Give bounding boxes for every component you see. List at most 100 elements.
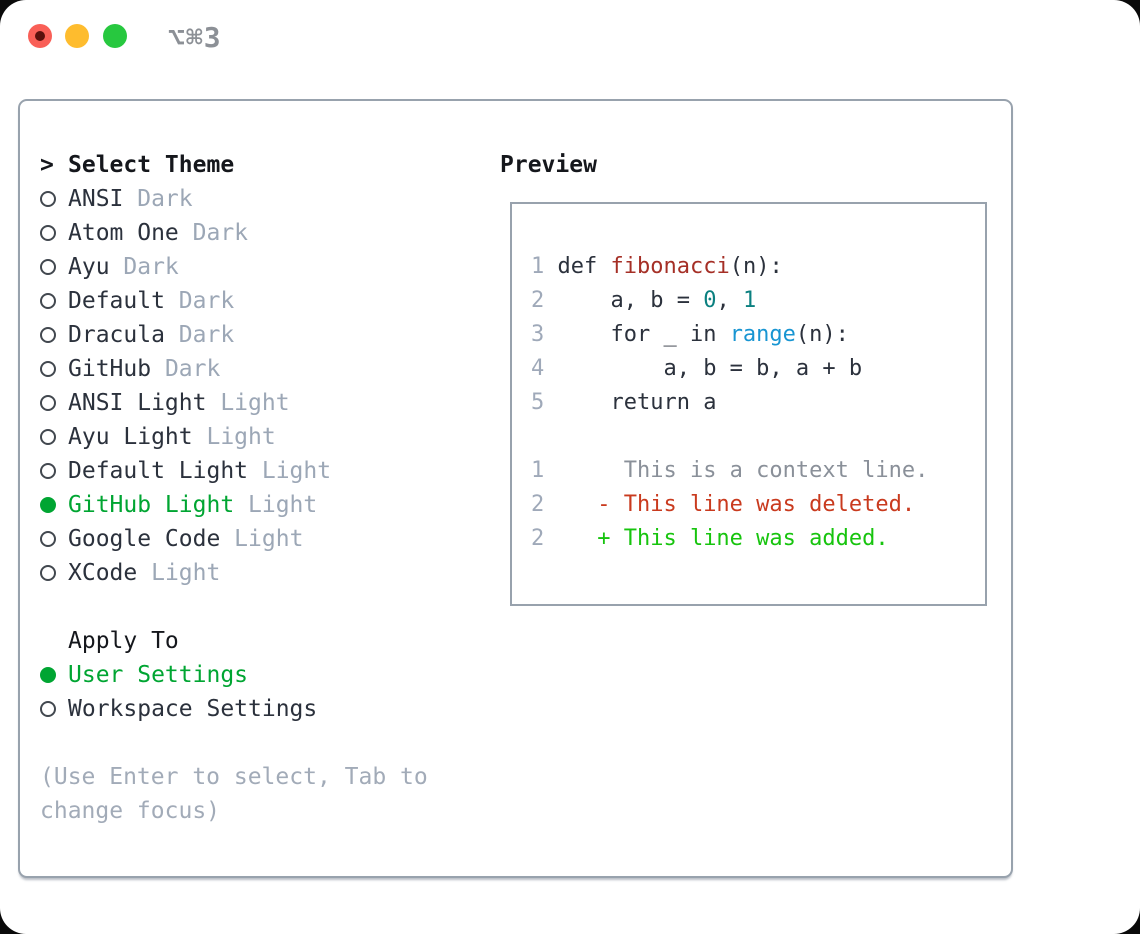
circle-glyph (40, 565, 56, 581)
theme-option-name: ANSI (68, 186, 124, 212)
radio-icon (40, 191, 68, 207)
circle-glyph (40, 531, 56, 547)
theme-option-google-code[interactable]: Google Code Light (40, 522, 428, 556)
apply-option-label: Workspace Settings (68, 696, 317, 722)
theme-option-name: Google Code (68, 526, 221, 552)
apply-option-name: Workspace Settings (68, 696, 318, 722)
variant-badge: Dark (109, 254, 179, 280)
circle-glyph (40, 225, 56, 241)
variant-badge: Dark (164, 322, 235, 348)
apply-option-workspace-settings[interactable]: Workspace Settings (40, 692, 428, 726)
theme-option-label: Default Dark (68, 288, 234, 314)
theme-option-atom-one[interactable]: Atom One Dark (40, 216, 428, 250)
radio-icon (40, 395, 68, 411)
theme-option-label: Atom One Dark (68, 220, 248, 246)
theme-option-github[interactable]: GitHub Dark (40, 352, 428, 386)
line-number: 1 (531, 254, 545, 279)
theme-option-label: XCode Light (68, 560, 220, 586)
theme-option-ansi-light[interactable]: ANSI Light Light (40, 386, 428, 420)
line-number: 2 (531, 288, 545, 313)
radio-icon (40, 463, 68, 479)
spacer (40, 726, 428, 760)
theme-option-name: GitHub (68, 356, 152, 382)
theme-option-name: XCode (68, 560, 138, 586)
variant-badge: Light (206, 390, 290, 416)
variant-badge: Dark (178, 220, 249, 246)
apply-option-user-settings[interactable]: User Settings (40, 658, 428, 692)
radio-icon (40, 429, 68, 445)
code-segment: for _ in (544, 322, 730, 347)
theme-option-label: Ayu Dark (68, 254, 179, 280)
window-title: ⌥⌘3 (168, 21, 222, 54)
code-segment: 1 (742, 288, 757, 313)
minimize-button[interactable] (65, 24, 89, 48)
circle-glyph (40, 293, 56, 309)
apply-option-name: User Settings (68, 662, 249, 688)
theme-option-github-light[interactable]: GitHub Light Light (40, 488, 428, 522)
theme-option-label: GitHub Dark (68, 356, 220, 382)
code-segment: + This line was added. (544, 526, 889, 551)
preview-title: Preview (500, 152, 597, 178)
zoom-button[interactable] (103, 24, 127, 48)
variant-badge: Dark (151, 356, 221, 382)
line-number: 2 (531, 492, 545, 517)
code-preview: 1 def fibonacci(n): 2 a, b = 0, 1 3 for … (512, 204, 985, 556)
circle-glyph (40, 429, 56, 445)
code-segment: 0 (703, 288, 717, 313)
theme-option-label: GitHub Light Light (68, 492, 317, 518)
theme-option-name: Dracula (68, 322, 165, 348)
circle-glyph (40, 361, 56, 377)
radio-icon (40, 531, 68, 547)
theme-option-name: Default (68, 288, 165, 314)
code-segment: - This line was deleted. (544, 492, 916, 517)
line-number: 4 (531, 356, 545, 381)
code-segment: fibonacci (610, 254, 730, 279)
theme-option-ayu[interactable]: Ayu Dark (40, 250, 428, 284)
theme-option-name: Ayu Light (68, 424, 193, 450)
close-button[interactable] (28, 24, 52, 48)
circle-glyph (40, 191, 56, 207)
theme-option-name: Ayu (68, 254, 110, 280)
radio-icon (40, 361, 68, 377)
code-segment: def (544, 254, 611, 279)
circle-glyph (40, 667, 56, 683)
theme-option-ansi[interactable]: ANSI Dark (40, 182, 428, 216)
radio-icon (40, 327, 68, 343)
preview-box: 1 def fibonacci(n): 2 a, b = 0, 1 3 for … (510, 202, 987, 606)
theme-option-name: ANSI Light (68, 390, 207, 416)
theme-option-label: Dracula Dark (68, 322, 234, 348)
line-number: 5 (531, 390, 545, 415)
theme-option-label: Google Code Light (68, 526, 303, 552)
apply-option-label: User Settings (68, 662, 248, 688)
radio-icon (40, 565, 68, 581)
variant-badge: Light (137, 560, 221, 586)
circle-glyph (40, 497, 56, 513)
line-number: 3 (531, 322, 545, 347)
code-segment: (n): (729, 254, 783, 279)
theme-option-xcode[interactable]: XCode Light (40, 556, 428, 590)
circle-glyph (40, 463, 56, 479)
theme-option-name: Atom One (68, 220, 179, 246)
radio-icon (40, 293, 68, 309)
select-theme-title: Select Theme (68, 152, 235, 178)
select-theme-header: > Select Theme (40, 148, 428, 182)
theme-option-default[interactable]: Default Dark (40, 284, 428, 318)
theme-option-label: Ayu Light Light (68, 424, 276, 450)
circle-glyph (40, 327, 56, 343)
spacer (40, 590, 428, 624)
code-segment: This is a context line. (544, 458, 929, 483)
circle-glyph (40, 395, 56, 411)
code-segment: (n): (795, 322, 849, 347)
apply-to-header: Apply To (40, 624, 428, 658)
variant-badge: Dark (123, 186, 193, 212)
theme-option-dracula[interactable]: Dracula Dark (40, 318, 428, 352)
theme-option-ayu-light[interactable]: Ayu Light Light (40, 420, 428, 454)
theme-option-default-light[interactable]: Default Light Light (40, 454, 428, 488)
variant-badge: Light (220, 526, 304, 552)
theme-option-label: ANSI Light Light (68, 390, 290, 416)
code-segment: , (716, 288, 743, 313)
